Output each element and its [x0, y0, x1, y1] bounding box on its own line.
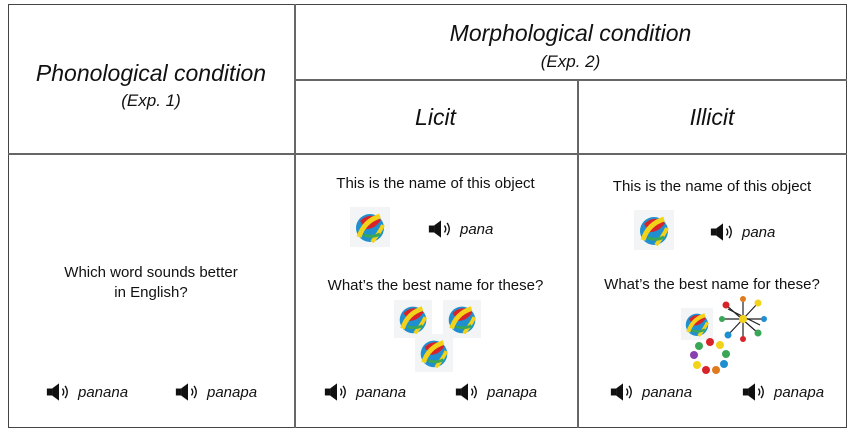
licit-option-1[interactable]: panana	[324, 382, 406, 402]
option-word: panapa	[774, 383, 825, 401]
table-frame	[8, 4, 847, 428]
option-word: panana	[356, 383, 407, 401]
column-divider-1	[294, 4, 296, 428]
licit-option-2[interactable]: panapa	[455, 382, 537, 402]
speaker-icon	[455, 382, 481, 402]
illicit-intro-text: This is the name of this object	[612, 178, 812, 195]
speaker-icon	[742, 382, 768, 402]
bead-ring-icon	[690, 338, 730, 374]
object-name: pana	[742, 223, 776, 241]
licit-intro-text: This is the name of this object	[336, 175, 535, 192]
speaker-icon	[46, 382, 72, 402]
morphological-condition-title: Morphological condition	[449, 20, 692, 46]
option-word: panapa	[487, 383, 538, 401]
phonological-condition-subtitle: (Exp. 1)	[121, 91, 181, 110]
phonological-condition-title: Phonological condition	[35, 60, 267, 86]
ball-toy-icon	[348, 207, 392, 247]
phonological-question-line2: in English?	[114, 284, 188, 301]
header-divider	[8, 153, 847, 155]
illicit-header: Illicit	[689, 104, 735, 130]
bead-toy-cluster-icon	[719, 296, 767, 342]
speaker-icon	[610, 382, 636, 402]
header-subdivider	[294, 79, 847, 81]
option-word: panapa	[207, 383, 258, 401]
speaker-icon	[175, 382, 201, 402]
option-word: panana	[642, 383, 693, 401]
speaker-icon	[710, 222, 736, 242]
ball-toy-icon	[632, 210, 676, 250]
illicit-name-audio[interactable]: pana	[710, 222, 775, 242]
column-divider-2	[577, 79, 579, 428]
ball-toy-icon	[413, 334, 455, 372]
licit-header: Licit	[415, 104, 456, 130]
phonological-question-line1: Which word sounds better	[64, 264, 238, 281]
licit-question-text: What’s the best name for these?	[327, 277, 544, 294]
speaker-icon	[324, 382, 350, 402]
illicit-option-2[interactable]: panapa	[742, 382, 824, 402]
ball-toy-icon	[392, 300, 434, 338]
object-name: pana	[460, 220, 494, 238]
phonological-option-2[interactable]: panapa	[175, 382, 257, 402]
ball-toy-icon	[441, 300, 483, 338]
illicit-option-1[interactable]: panana	[610, 382, 692, 402]
morphological-condition-subtitle: (Exp. 2)	[540, 52, 601, 71]
illicit-question-text: What’s the best name for these?	[604, 276, 820, 293]
option-word: panana	[78, 383, 129, 401]
phonological-option-1[interactable]: panana	[46, 382, 128, 402]
licit-name-audio[interactable]: pana	[428, 219, 493, 239]
speaker-icon	[428, 219, 454, 239]
